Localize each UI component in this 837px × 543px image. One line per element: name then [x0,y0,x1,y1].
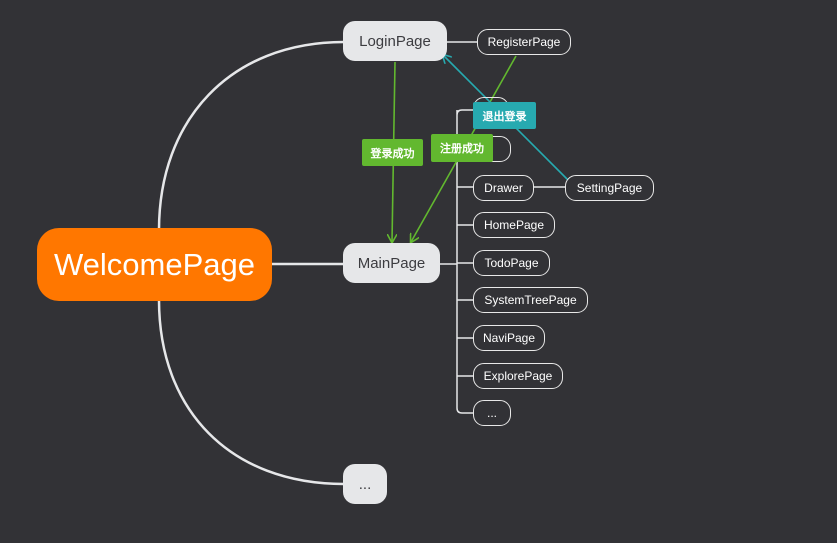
main-more-node[interactable]: ... [473,400,511,426]
home-page-node[interactable]: HomePage [473,212,555,238]
login-page-node[interactable]: LoginPage [343,21,447,61]
more-pages-node[interactable]: ... [343,464,387,504]
todo-page-node[interactable]: TodoPage [473,250,550,276]
register-page-node[interactable]: RegisterPage [477,29,571,55]
welcome-page-node[interactable]: WelcomePage [37,228,272,301]
branch-root-more [157,299,345,486]
drawer-node[interactable]: Drawer [473,175,534,201]
login-success-label[interactable]: 登录成功 [362,139,423,166]
logout-label[interactable]: 退出登录 [473,102,536,129]
setting-page-node[interactable]: SettingPage [565,175,654,201]
system-tree-page-node[interactable]: SystemTreePage [473,287,588,313]
branch-root-login [157,40,345,231]
explore-page-node[interactable]: ExplorePage [473,363,563,389]
main-page-node[interactable]: MainPage [343,243,440,283]
register-success-label[interactable]: 注册成功 [431,134,493,162]
navi-page-node[interactable]: NaviPage [473,325,545,351]
